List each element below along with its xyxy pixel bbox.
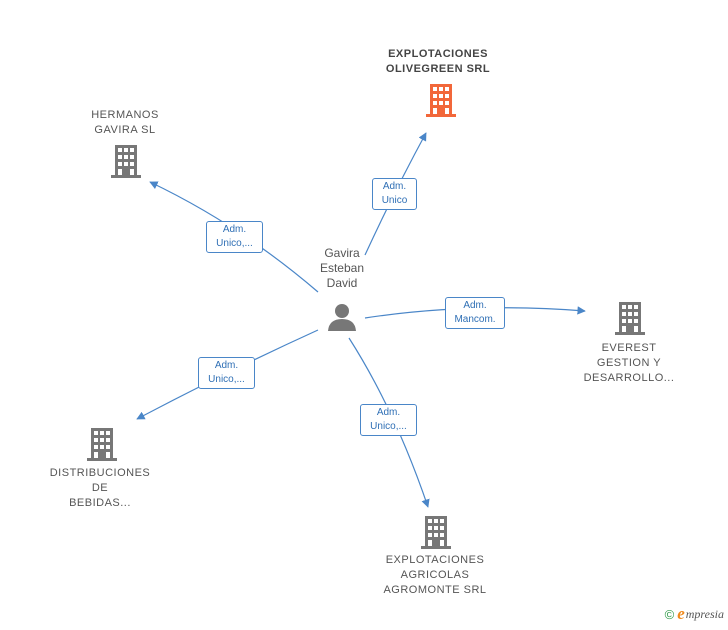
edge-label-line: Unico,... (208, 374, 245, 385)
brand-e-mark: e (677, 604, 685, 623)
edge-label-hermanos[interactable]: Adm. Unico,... (206, 221, 263, 253)
company-label-line: OLIVEGREEN SRL (385, 63, 491, 75)
person-name-line: Gavira (324, 246, 360, 260)
building-icon[interactable] (87, 428, 117, 461)
building-icon[interactable] (615, 302, 645, 335)
edge-label-line: Unico,... (216, 238, 253, 249)
edge-label-olivegreen[interactable]: Adm. Unico (372, 178, 417, 210)
person-name-label[interactable]: Gavira Esteban David (300, 246, 384, 291)
edge-label-everest[interactable]: Adm. Mancom. (445, 297, 505, 329)
company-label-olivegreen[interactable]: EXPLOTACIONES OLIVEGREEN SRL (368, 47, 508, 77)
company-label-line: AGROMONTE SRL (383, 584, 487, 596)
company-label-line: EXPLOTACIONES (385, 554, 485, 566)
brand-logo[interactable]: © e mpresia (665, 604, 724, 624)
person-name-line: David (326, 276, 358, 290)
edge-label-line: Adm. (463, 300, 487, 311)
company-label-line: HERMANOS (91, 109, 159, 121)
edge-label-distribuciones[interactable]: Adm. Unico,... (198, 357, 255, 389)
company-label-line: EXPLOTACIONES (388, 48, 488, 60)
edge-label-line: Adm. (376, 407, 401, 418)
edge-label-line: Mancom. (454, 314, 496, 325)
company-label-line: GESTION Y (596, 357, 662, 369)
edge-label-line: Adm. (214, 360, 239, 371)
company-label-line: DESARROLLO... (583, 372, 675, 384)
edge-label-line: Unico (381, 195, 408, 206)
person-name-line: Esteban (319, 261, 365, 275)
company-label-line: EVEREST (601, 342, 657, 354)
company-label-line: DE (91, 482, 109, 494)
company-label-line: GAVIRA SL (94, 124, 156, 136)
person-icon[interactable] (328, 304, 356, 331)
brand-name: mpresia (685, 606, 724, 621)
edge-label-line: Adm. (382, 181, 407, 192)
building-icon[interactable] (426, 84, 456, 117)
company-label-everest[interactable]: EVEREST GESTION Y DESARROLLO... (574, 341, 684, 386)
company-label-distribuciones[interactable]: DISTRIBUCIONES DE BEBIDAS... (40, 466, 160, 511)
edge-label-agromonte[interactable]: Adm. Unico,... (360, 404, 417, 436)
edge-label-line: Unico,... (370, 421, 407, 432)
building-icon[interactable] (421, 516, 451, 549)
company-label-hermanos[interactable]: HERMANOS GAVIRA SL (73, 108, 177, 138)
company-label-agromonte[interactable]: EXPLOTACIONES AGRICOLAS AGROMONTE SRL (370, 553, 500, 598)
edge-label-line: Adm. (222, 224, 247, 235)
company-label-line: AGRICOLAS (400, 569, 470, 581)
building-icon[interactable] (111, 145, 141, 178)
company-label-line: DISTRIBUCIONES (49, 467, 151, 479)
company-label-line: BEBIDAS... (69, 497, 131, 509)
copyright-symbol: © (664, 606, 675, 622)
